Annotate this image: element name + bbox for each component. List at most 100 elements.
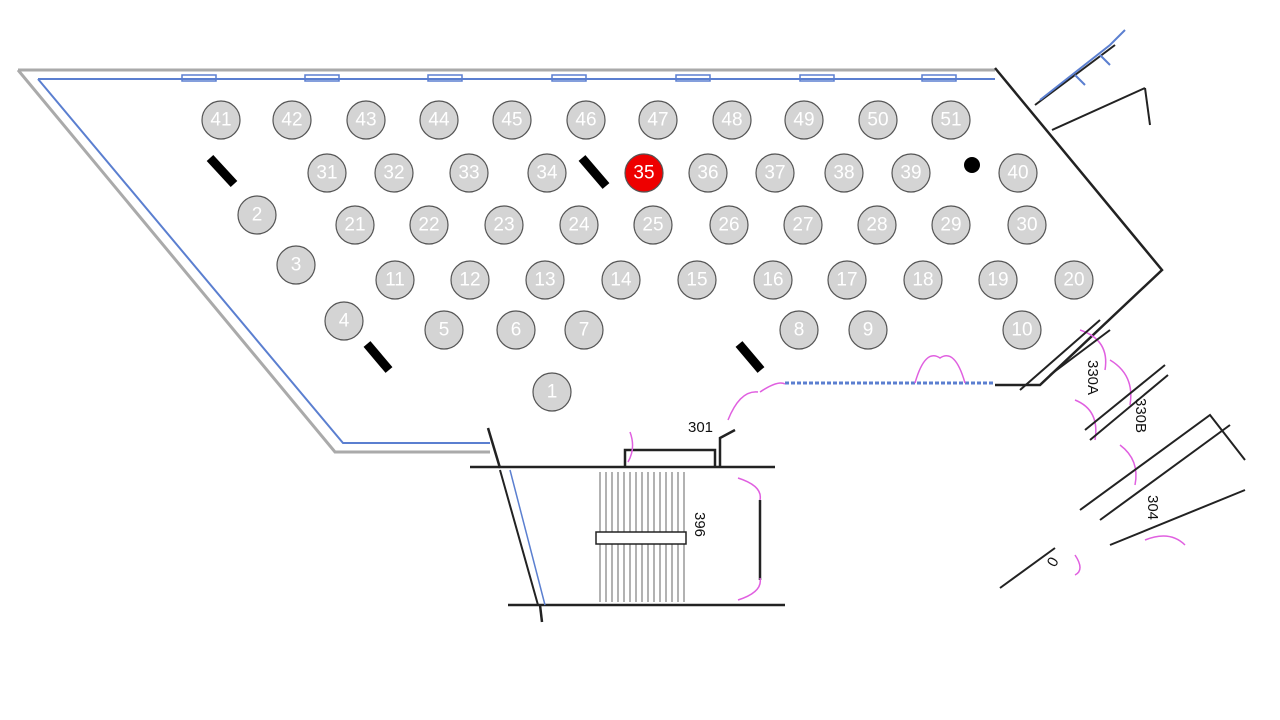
seat-4[interactable]: 4 — [324, 301, 364, 341]
seat-37[interactable]: 37 — [755, 153, 795, 193]
seat-26[interactable]: 26 — [709, 205, 749, 245]
seat-circle[interactable] — [496, 310, 536, 350]
seat-9[interactable]: 9 — [848, 310, 888, 350]
seat-circle[interactable] — [931, 100, 971, 140]
seat-28[interactable]: 28 — [857, 205, 897, 245]
seat-circle[interactable] — [931, 205, 971, 245]
seat-51[interactable]: 51 — [931, 100, 971, 140]
seat-45[interactable]: 45 — [492, 100, 532, 140]
seat-circle[interactable] — [419, 100, 459, 140]
seat-circle[interactable] — [375, 260, 415, 300]
seat-3[interactable]: 3 — [276, 245, 316, 285]
seat-circle[interactable] — [374, 153, 414, 193]
seat-27[interactable]: 27 — [783, 205, 823, 245]
seat-8[interactable]: 8 — [779, 310, 819, 350]
seat-50[interactable]: 50 — [858, 100, 898, 140]
seat-circle[interactable] — [998, 153, 1038, 193]
seat-10[interactable]: 10 — [1002, 310, 1042, 350]
seat-circle[interactable] — [903, 260, 943, 300]
seat-34[interactable]: 34 — [527, 153, 567, 193]
seat-circle[interactable] — [624, 153, 664, 193]
seat-circle[interactable] — [525, 260, 565, 300]
seat-circle[interactable] — [201, 100, 241, 140]
seat-circle[interactable] — [409, 205, 449, 245]
seat-17[interactable]: 17 — [827, 260, 867, 300]
seat-21[interactable]: 21 — [335, 205, 375, 245]
seat-23[interactable]: 23 — [484, 205, 524, 245]
seat-5[interactable]: 5 — [424, 310, 464, 350]
seat-circle[interactable] — [755, 153, 795, 193]
seat-circle[interactable] — [827, 260, 867, 300]
seat-15[interactable]: 15 — [677, 260, 717, 300]
seat-41[interactable]: 41 — [201, 100, 241, 140]
seat-circle[interactable] — [824, 153, 864, 193]
seat-2[interactable]: 2 — [237, 195, 277, 235]
seat-35[interactable]: 35 — [624, 153, 664, 193]
seat-circle[interactable] — [527, 153, 567, 193]
seat-circle[interactable] — [978, 260, 1018, 300]
seat-circle[interactable] — [709, 205, 749, 245]
seat-1[interactable]: 1 — [532, 372, 572, 412]
seat-circle[interactable] — [891, 153, 931, 193]
seat-42[interactable]: 42 — [272, 100, 312, 140]
seat-circle[interactable] — [566, 100, 606, 140]
seat-circle[interactable] — [1054, 260, 1094, 300]
seat-12[interactable]: 12 — [450, 260, 490, 300]
seat-29[interactable]: 29 — [931, 205, 971, 245]
seat-circle[interactable] — [633, 205, 673, 245]
seat-40[interactable]: 40 — [998, 153, 1038, 193]
seat-circle[interactable] — [677, 260, 717, 300]
seat-circle[interactable] — [779, 310, 819, 350]
seat-33[interactable]: 33 — [449, 153, 489, 193]
seat-circle[interactable] — [335, 205, 375, 245]
seat-43[interactable]: 43 — [346, 100, 386, 140]
seat-circle[interactable] — [1007, 205, 1047, 245]
seat-32[interactable]: 32 — [374, 153, 414, 193]
seat-circle[interactable] — [712, 100, 752, 140]
seat-circle[interactable] — [450, 260, 490, 300]
seat-19[interactable]: 19 — [978, 260, 1018, 300]
seat-7[interactable]: 7 — [564, 310, 604, 350]
seat-47[interactable]: 47 — [638, 100, 678, 140]
seat-circle[interactable] — [532, 372, 572, 412]
seat-circle[interactable] — [484, 205, 524, 245]
seat-circle[interactable] — [858, 100, 898, 140]
seat-22[interactable]: 22 — [409, 205, 449, 245]
seat-6[interactable]: 6 — [496, 310, 536, 350]
seat-circle[interactable] — [848, 310, 888, 350]
seat-39[interactable]: 39 — [891, 153, 931, 193]
seat-24[interactable]: 24 — [559, 205, 599, 245]
seat-circle[interactable] — [237, 195, 277, 235]
seat-circle[interactable] — [272, 100, 312, 140]
seat-49[interactable]: 49 — [784, 100, 824, 140]
seat-circle[interactable] — [559, 205, 599, 245]
seat-38[interactable]: 38 — [824, 153, 864, 193]
seat-circle[interactable] — [601, 260, 641, 300]
seat-11[interactable]: 11 — [375, 260, 415, 300]
seat-48[interactable]: 48 — [712, 100, 752, 140]
seat-25[interactable]: 25 — [633, 205, 673, 245]
seat-circle[interactable] — [857, 205, 897, 245]
seat-36[interactable]: 36 — [688, 153, 728, 193]
seat-circle[interactable] — [346, 100, 386, 140]
seat-circle[interactable] — [492, 100, 532, 140]
seat-circle[interactable] — [753, 260, 793, 300]
seat-circle[interactable] — [1002, 310, 1042, 350]
seat-circle[interactable] — [324, 301, 364, 341]
seat-circle[interactable] — [307, 153, 347, 193]
seat-14[interactable]: 14 — [601, 260, 641, 300]
seat-13[interactable]: 13 — [525, 260, 565, 300]
seat-20[interactable]: 20 — [1054, 260, 1094, 300]
seat-18[interactable]: 18 — [903, 260, 943, 300]
seat-circle[interactable] — [783, 205, 823, 245]
seat-31[interactable]: 31 — [307, 153, 347, 193]
seat-circle[interactable] — [424, 310, 464, 350]
seat-30[interactable]: 30 — [1007, 205, 1047, 245]
seat-circle[interactable] — [638, 100, 678, 140]
seat-circle[interactable] — [449, 153, 489, 193]
seat-46[interactable]: 46 — [566, 100, 606, 140]
seat-circle[interactable] — [784, 100, 824, 140]
seat-circle[interactable] — [564, 310, 604, 350]
seat-circle[interactable] — [688, 153, 728, 193]
seat-16[interactable]: 16 — [753, 260, 793, 300]
